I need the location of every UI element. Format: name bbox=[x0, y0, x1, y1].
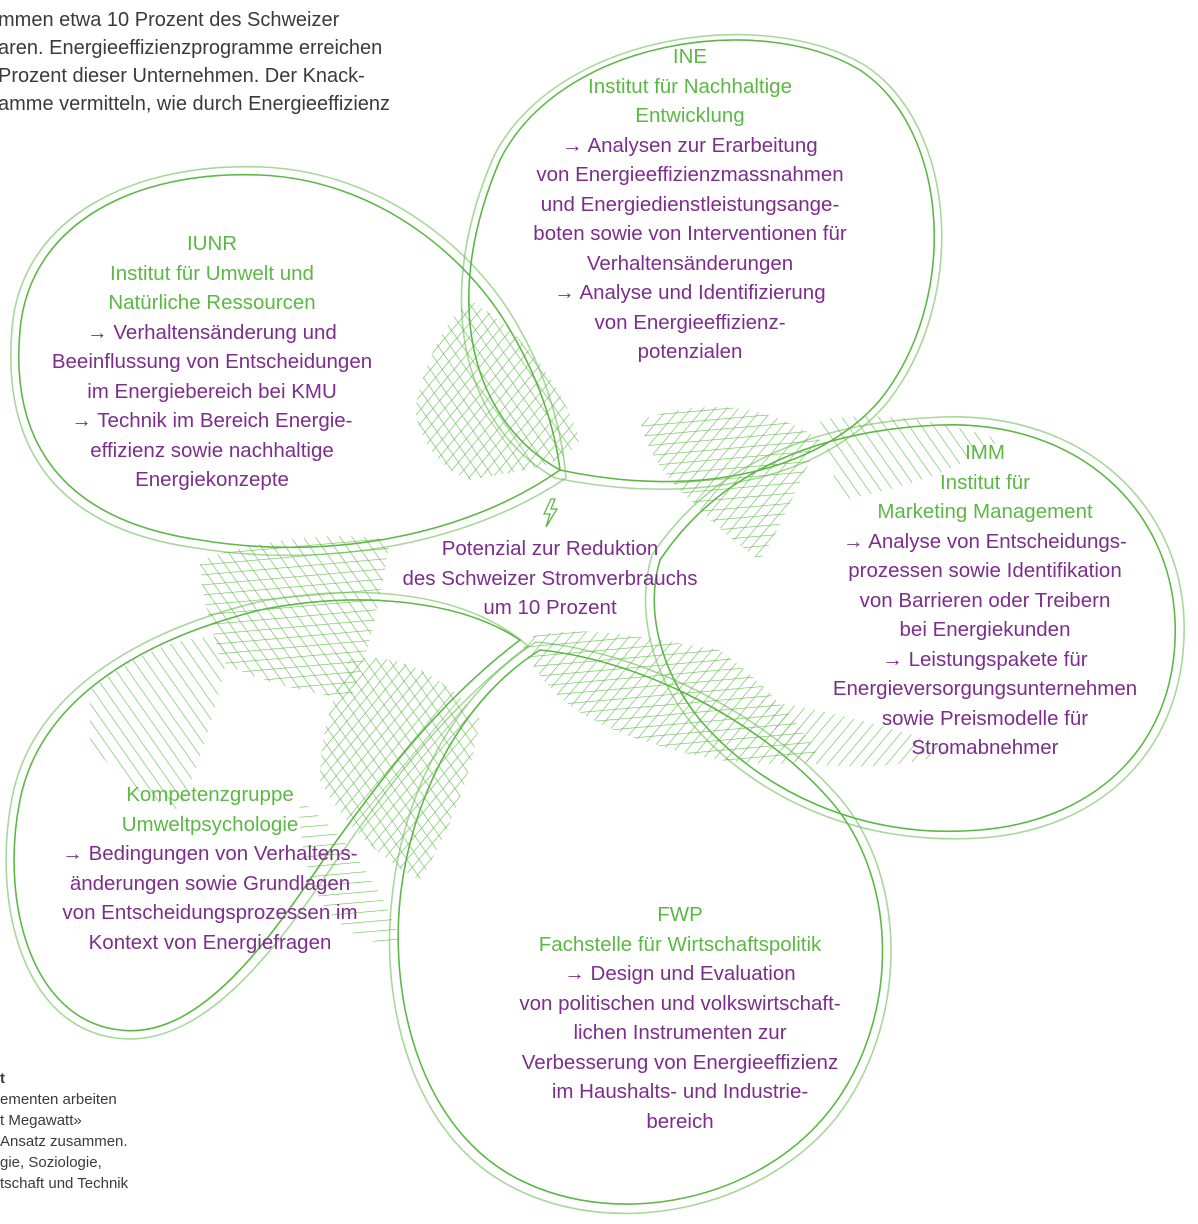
petal-label-fwp: FWP Fachstelle für Wirtschaftspolitik → … bbox=[470, 900, 890, 1136]
petal-label-iunr: IUNR Institut für Umwelt und Natürliche … bbox=[12, 229, 412, 495]
petal-title-line: IMM bbox=[965, 441, 1005, 464]
petal-title-line: Institut für Nachhaltige bbox=[588, 74, 792, 98]
petal-title-line: IUNR bbox=[186, 232, 238, 255]
petal-body-line: bereich bbox=[646, 1109, 714, 1133]
petal-title-line: Umweltpsychologie bbox=[121, 812, 299, 836]
petal-body-line: → Design und Evaluation bbox=[564, 962, 796, 985]
hatch-zone-right-fringe bbox=[820, 416, 1000, 500]
petal-body-line: Kontext von Energiefragen bbox=[88, 930, 332, 954]
petal-body-line: im Energiebereich bei KMU bbox=[87, 379, 337, 403]
petal-outline-iunr-echo bbox=[10, 165, 567, 557]
petal-outline-imm-echo bbox=[644, 416, 1185, 840]
petal-title-line: Institut für bbox=[939, 470, 1030, 494]
petal-label-umweltpsychologie: Kompetenzgruppe Umweltpsychologie → Bedi… bbox=[10, 780, 410, 957]
petal-title-line: Fachstelle für Wirtschaftspolitik bbox=[538, 932, 822, 956]
hatch-zone-kug-fwp-2 bbox=[320, 658, 480, 880]
petal-body-line: von Entscheidungsprozessen im bbox=[62, 901, 358, 924]
bottom-note-line: t Megawatt» bbox=[0, 1112, 82, 1129]
hatch-zone-left-fringe bbox=[90, 637, 230, 810]
petal-body-line: prozessen sowie Identifikation bbox=[848, 559, 1122, 582]
petal-title-line: Institut für Umwelt und bbox=[110, 261, 314, 285]
center-text-line: um 10 Prozent bbox=[483, 596, 617, 619]
petal-outline-ine-echo bbox=[460, 33, 943, 491]
petal-outline-fwp-echo bbox=[388, 641, 892, 1215]
petal-body-line: boten sowie von Interventionen für bbox=[533, 222, 847, 245]
petal-body-line: und Energiedienstleistungsange- bbox=[540, 192, 840, 216]
petal-body-line: lichen Instrumenten zur bbox=[573, 1021, 787, 1044]
hatch-zone-lower-fringe bbox=[299, 800, 400, 943]
petal-body-line: Stromabnehmer bbox=[911, 736, 1059, 759]
bottom-note-line: Ansatz zusammen. bbox=[0, 1133, 128, 1150]
petal-body-line: bei Energiekunden bbox=[899, 618, 1071, 641]
petal-body-line: effizienz sowie nachhaltige bbox=[90, 438, 334, 462]
petal-outline-kug bbox=[13, 599, 522, 1032]
petal-body-line: → Technik im Bereich Energie- bbox=[71, 409, 353, 432]
petal-body-line: von Barrieren oder Treibern bbox=[859, 588, 1111, 612]
petal-body-line: im Haushalts- und Industrie- bbox=[551, 1080, 809, 1103]
petal-body-line: Energieversorgungsunternehmen bbox=[832, 677, 1138, 700]
petal-title-line: INE bbox=[672, 45, 708, 68]
intro-line: amme vermitteln, wie durch Energieeffizi… bbox=[0, 93, 391, 115]
intro-line: Prozent dieser Unternehmen. Der Knack- bbox=[0, 65, 365, 87]
lightning-bolt-icon bbox=[370, 498, 730, 534]
petal-outline-kug-echo bbox=[5, 591, 530, 1040]
petal-body-line: → Analyse und Identifizierung bbox=[554, 281, 826, 304]
petal-body-line: Verhaltensänderungen bbox=[586, 251, 794, 275]
petal-outline-iunr bbox=[18, 173, 561, 549]
hatch-zone-iunr-ine-2 bbox=[415, 300, 580, 480]
petal-body-line: sowie Preismodelle für bbox=[881, 706, 1089, 730]
bottom-note-title: t bbox=[0, 1070, 5, 1087]
petal-body-line: → Verhaltensänderung und bbox=[87, 320, 337, 344]
hatch-zone-fwp-imm-2 bbox=[520, 631, 820, 764]
petal-outline-fwp bbox=[397, 649, 884, 1205]
hatched-overlap-zones bbox=[90, 300, 1000, 943]
petal-title-line: Entwicklung bbox=[635, 104, 745, 127]
hatch-zone-right-fringe-2 bbox=[760, 700, 960, 767]
intro-line: mmen etwa 10 Prozent des Schweizer bbox=[0, 9, 340, 31]
petal-body-line: Energiekonzepte bbox=[135, 468, 289, 491]
petal-body-line: → Analysen zur Erarbeitung bbox=[562, 133, 818, 157]
petal-title-line: FWP bbox=[657, 903, 703, 926]
petal-label-imm: IMM Institut für Marketing Management → … bbox=[800, 438, 1170, 763]
petal-title-line: Natürliche Ressourcen bbox=[108, 291, 316, 314]
petal-title-line: Marketing Management bbox=[877, 500, 1093, 523]
petal-body-line: Verbesserung von Energieeffizienz bbox=[521, 1050, 839, 1074]
bottom-note-line: tschaft und Technik bbox=[0, 1175, 129, 1192]
hatch-zone-iunr-kug-2 bbox=[200, 536, 390, 700]
center-label: Potenzial zur Reduktion des Schweizer St… bbox=[370, 498, 730, 623]
petal-body-line: änderungen sowie Grundlagen bbox=[69, 871, 351, 895]
petal-outline-imm bbox=[653, 424, 1176, 833]
petal-outline-ine bbox=[467, 39, 935, 483]
petal-outlines bbox=[5, 33, 1185, 1215]
bottom-note: t ementen arbeiten t Megawatt» Ansatz zu… bbox=[0, 1068, 200, 1194]
petal-body-line: potenzialen bbox=[637, 340, 743, 363]
bottom-note-line: gie, Soziologie, bbox=[0, 1154, 102, 1171]
intro-line: aren. Energieeffizienzprogramme erreiche… bbox=[0, 37, 383, 59]
petal-body-line: → Leistungspakete für bbox=[882, 647, 1088, 671]
petal-body-line: → Analyse von Entscheidungs- bbox=[843, 529, 1127, 553]
petal-body-line: von politischen und volkswirtschaft- bbox=[519, 991, 841, 1015]
petal-body-line: von Energieeffizienzmassnahmen bbox=[536, 163, 844, 186]
petal-title-line: Kompetenzgruppe bbox=[126, 783, 294, 806]
petal-body-line: von Energieeffizienz- bbox=[594, 310, 786, 334]
petal-body-line: → Bedingungen von Verhaltens- bbox=[62, 842, 358, 865]
center-text-line: Potenzial zur Reduktion bbox=[441, 537, 659, 560]
petal-body-line: Beeinflussung von Entscheidungen bbox=[51, 350, 373, 373]
intro-paragraph: mmen etwa 10 Prozent des Schweizer aren.… bbox=[0, 6, 458, 118]
bottom-note-line: ementen arbeiten bbox=[0, 1091, 117, 1108]
petal-label-ine: INE Institut für Nachhaltige Entwicklung… bbox=[480, 42, 900, 367]
center-text-line: des Schweizer Stromverbrauchs bbox=[402, 566, 698, 590]
